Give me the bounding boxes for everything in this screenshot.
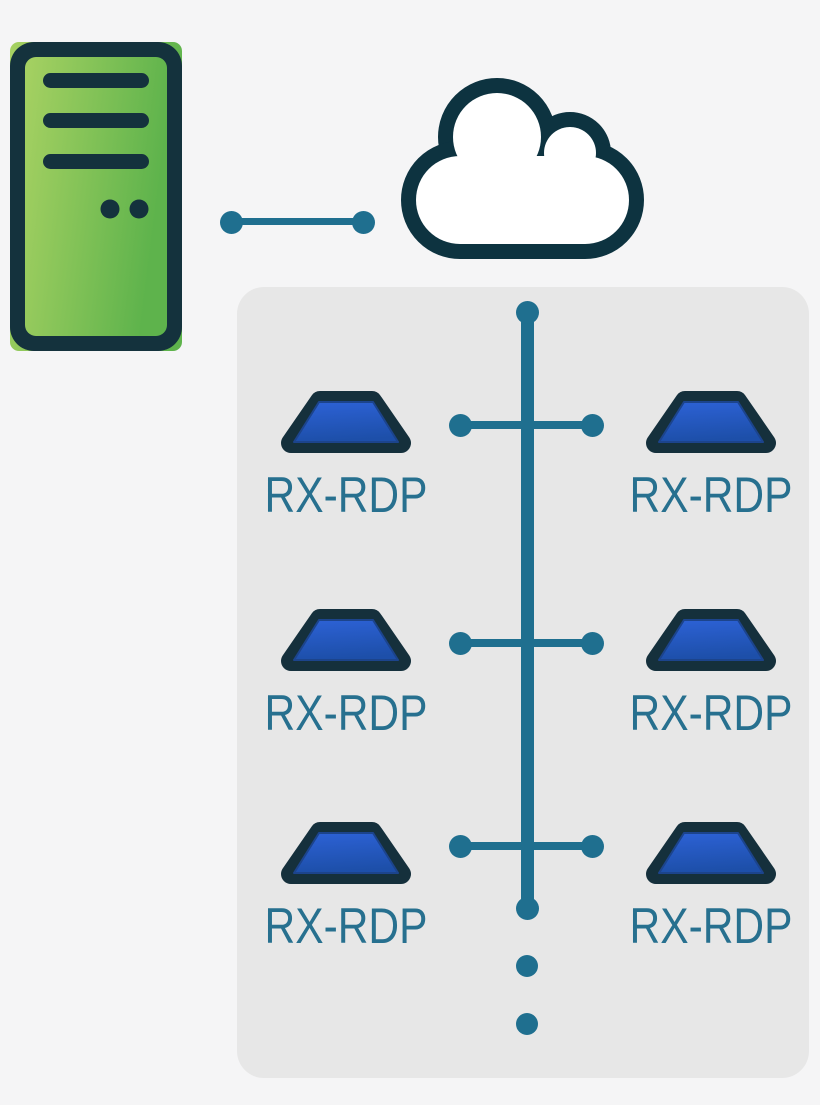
link-end-dot: [220, 211, 243, 234]
rx-rdp-device: RX-RDP: [629, 606, 792, 738]
device-label: RX-RDP: [264, 898, 427, 954]
thin-client-icon: [643, 819, 778, 891]
thin-client-icon: [278, 388, 413, 460]
thin-client-icon: [278, 819, 413, 891]
trunk-top-dot: [516, 301, 539, 324]
branch-line: [460, 421, 592, 429]
server-led-dot: [100, 199, 120, 219]
rx-rdp-device: RX-RDP: [629, 388, 792, 520]
device-label: RX-RDP: [629, 467, 792, 523]
link-end-dot: [352, 211, 375, 234]
branch-dot-left: [449, 414, 472, 437]
branch-dot-left: [449, 632, 472, 655]
cloud-icon: [401, 78, 644, 259]
thin-client-icon: [643, 606, 778, 678]
ellipsis-dot: [516, 955, 538, 977]
trunk-line: [521, 313, 534, 909]
thin-client-icon: [278, 606, 413, 678]
server-tower-icon: [10, 42, 182, 351]
rx-rdp-device: RX-RDP: [264, 819, 427, 951]
server-led-dot: [129, 199, 149, 219]
thin-client-icon: [643, 388, 778, 460]
server-vent-bar: [43, 113, 149, 128]
branch-line: [460, 639, 592, 647]
branch-line: [460, 842, 592, 850]
branch-dot-right: [581, 414, 604, 437]
server-vent-bar: [43, 154, 149, 169]
branch-dot-right: [581, 632, 604, 655]
rx-rdp-device: RX-RDP: [264, 388, 427, 520]
branch-dot-left: [449, 835, 472, 858]
rx-rdp-device: RX-RDP: [629, 819, 792, 951]
device-label: RX-RDP: [264, 685, 427, 741]
server-cloud-link-line: [232, 218, 363, 225]
ellipsis-dot: [516, 1013, 538, 1035]
rx-rdp-device: RX-RDP: [264, 606, 427, 738]
branch-dot-right: [581, 835, 604, 858]
device-label: RX-RDP: [264, 467, 427, 523]
device-label: RX-RDP: [629, 685, 792, 741]
server-vent-bar: [43, 73, 149, 88]
device-label: RX-RDP: [629, 898, 792, 954]
trunk-bottom-dot: [516, 897, 539, 920]
